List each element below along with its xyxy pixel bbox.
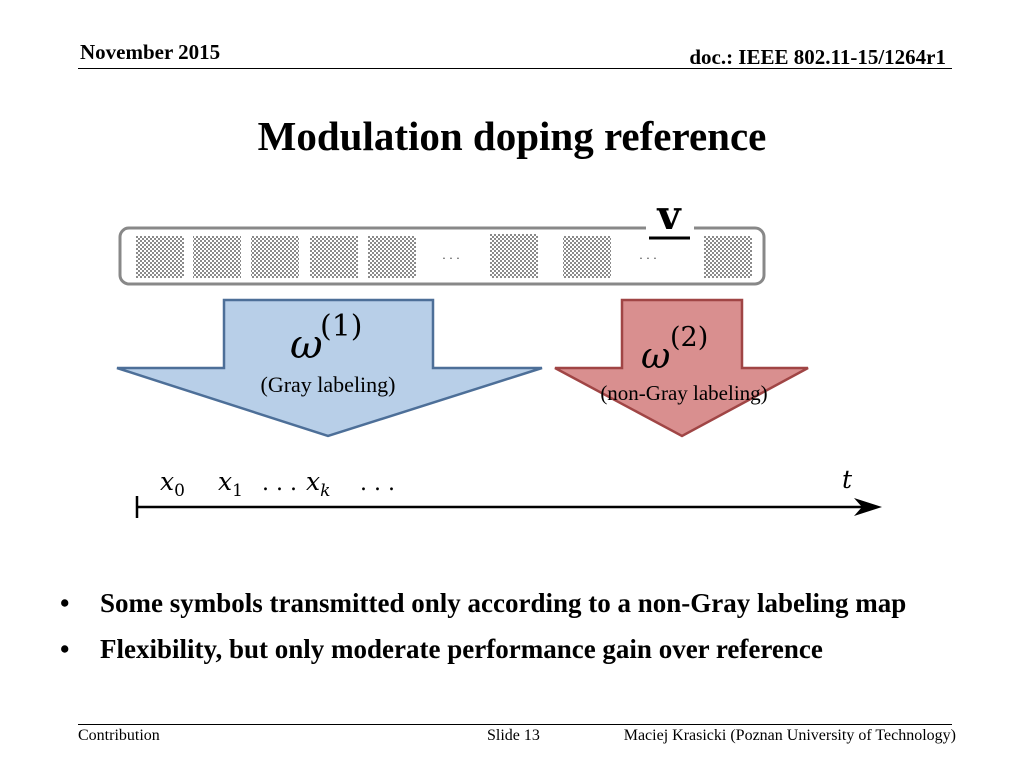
timeline-t-label: t	[842, 465, 853, 494]
header-rule	[78, 68, 952, 69]
ellipsis-2: · · ·	[639, 252, 656, 265]
omega-2-superscript: (2)	[670, 322, 708, 353]
timeline-x1-label: x1	[218, 467, 243, 501]
gray-labeling-caption: (Gray labeling)	[261, 372, 396, 397]
footer-slide-number: Slide 13	[487, 727, 540, 744]
bullet-list: • Some symbols transmitted only accordin…	[60, 585, 980, 677]
footer-rule	[78, 724, 952, 725]
symbol-block	[704, 236, 752, 278]
timeline-dots-mid: . . .	[262, 471, 297, 496]
symbol-blocks	[136, 234, 752, 278]
symbol-block	[490, 234, 538, 278]
symbol-block	[368, 236, 416, 278]
header-doc-id: doc.: IEEE 802.11-15/1264r1	[689, 45, 946, 69]
xk-subscript: k	[320, 481, 330, 501]
symbol-block	[251, 236, 299, 278]
ellipsis-1: · · ·	[442, 252, 459, 265]
non-gray-labeling-arrow	[554, 298, 809, 438]
footer-left: Contribution	[78, 727, 160, 744]
symbol-block	[310, 236, 358, 278]
symbol-block	[136, 236, 184, 278]
bullet-text: Some symbols transmitted only according …	[100, 588, 907, 618]
timeline-xk-label: xk	[306, 467, 330, 501]
footer-author: Maciej Krasicki (Poznan University of Te…	[623, 727, 956, 744]
vector-label-bg	[646, 192, 694, 242]
symbol-block	[563, 236, 611, 278]
timeline-arrowhead	[854, 498, 882, 516]
omega-1-superscript: (1)	[320, 309, 363, 344]
gray-labeling-arrow	[116, 298, 543, 438]
bullet-dot: •	[60, 634, 70, 664]
x1-subscript: 1	[232, 481, 243, 501]
timeline-dots-end: . . .	[360, 471, 395, 496]
bullet-dot: •	[60, 588, 70, 618]
x0-subscript: 0	[174, 481, 185, 501]
slide-title: Modulation doping reference	[257, 113, 767, 159]
non-gray-labeling-caption: (non-Gray labeling)	[600, 381, 767, 405]
timeline-x0-label: x0	[160, 467, 185, 501]
bullet-item: • Some symbols transmitted only accordin…	[60, 585, 980, 621]
omega-1-symbol: ω	[290, 322, 323, 368]
bullet-item: • Flexibility, but only moderate perform…	[60, 631, 980, 667]
vector-label: v	[656, 192, 682, 239]
omega-2-symbol: ω	[641, 336, 670, 377]
bullet-text: Flexibility, but only moderate performan…	[100, 634, 823, 664]
symbol-block	[193, 236, 241, 278]
header-date: November 2015	[80, 40, 221, 64]
